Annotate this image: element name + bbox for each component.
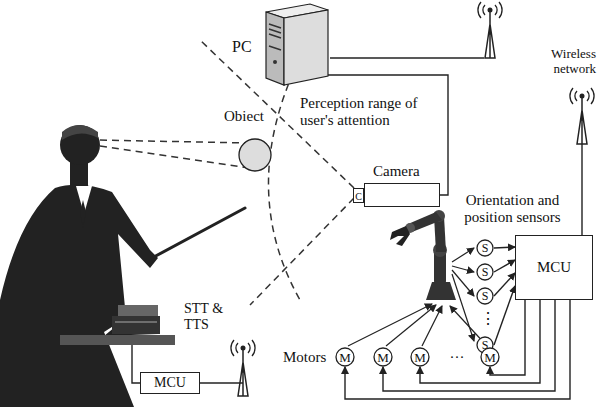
node-text: Camera — [373, 163, 420, 180]
wire — [581, 144, 582, 235]
connector — [328, 75, 448, 195]
motors-label: Motors — [283, 349, 333, 366]
user-figure — [0, 125, 245, 407]
node-text: S — [482, 266, 489, 278]
connector — [345, 300, 570, 399]
antenna — [478, 2, 502, 58]
motor-circle: M — [480, 347, 500, 367]
mcu-box: MCU — [140, 372, 200, 394]
node-text: S — [482, 290, 489, 302]
node-text: MCU — [154, 376, 186, 390]
object-circle: Obiect — [238, 138, 272, 172]
connector — [494, 260, 515, 272]
robot-arm — [390, 210, 456, 300]
node-text: M — [484, 351, 496, 364]
circle-outline — [238, 138, 272, 172]
mcu-box: MCU — [515, 235, 593, 300]
motor-circle: M — [335, 347, 355, 367]
wire — [330, 57, 484, 58]
motor-circle: M — [410, 347, 430, 367]
node-text: S — [482, 242, 489, 254]
node-text: M — [414, 351, 426, 364]
ellipsis: ⋮ — [480, 310, 490, 328]
node-text: M — [377, 351, 389, 364]
sensor-circle: S — [476, 287, 494, 305]
connector — [494, 286, 515, 345]
node-text: Obiect — [224, 108, 264, 125]
connector — [420, 300, 540, 383]
node-text: M — [339, 351, 351, 364]
connector — [494, 247, 515, 248]
motor-circle: M — [373, 347, 393, 367]
connector — [494, 273, 515, 296]
ellipsis: ··· — [441, 349, 473, 366]
pc-tower: PC — [258, 2, 330, 86]
antenna — [570, 88, 594, 144]
node-text: MCU — [537, 260, 571, 275]
sensor-circle: S — [476, 263, 494, 281]
motor-leads — [348, 304, 487, 346]
wire — [200, 382, 243, 383]
stt-tts-label: STT & TTS — [184, 301, 244, 333]
node-text: PC — [232, 38, 252, 56]
sensor-leads — [452, 248, 474, 341]
wire — [132, 345, 140, 383]
sensor-circle: S — [476, 239, 494, 257]
camera-box: CameraC — [364, 183, 440, 207]
sensors-label: Orientation and position sensors — [455, 192, 570, 226]
antenna — [231, 340, 255, 396]
network-label: Wireless network — [538, 46, 596, 76]
connector — [383, 300, 555, 391]
perception-label: Perception range of user's attention — [300, 95, 450, 129]
pc-drawing — [258, 2, 330, 86]
node-text: C — [353, 188, 364, 203]
perception-lines — [100, 40, 354, 305]
